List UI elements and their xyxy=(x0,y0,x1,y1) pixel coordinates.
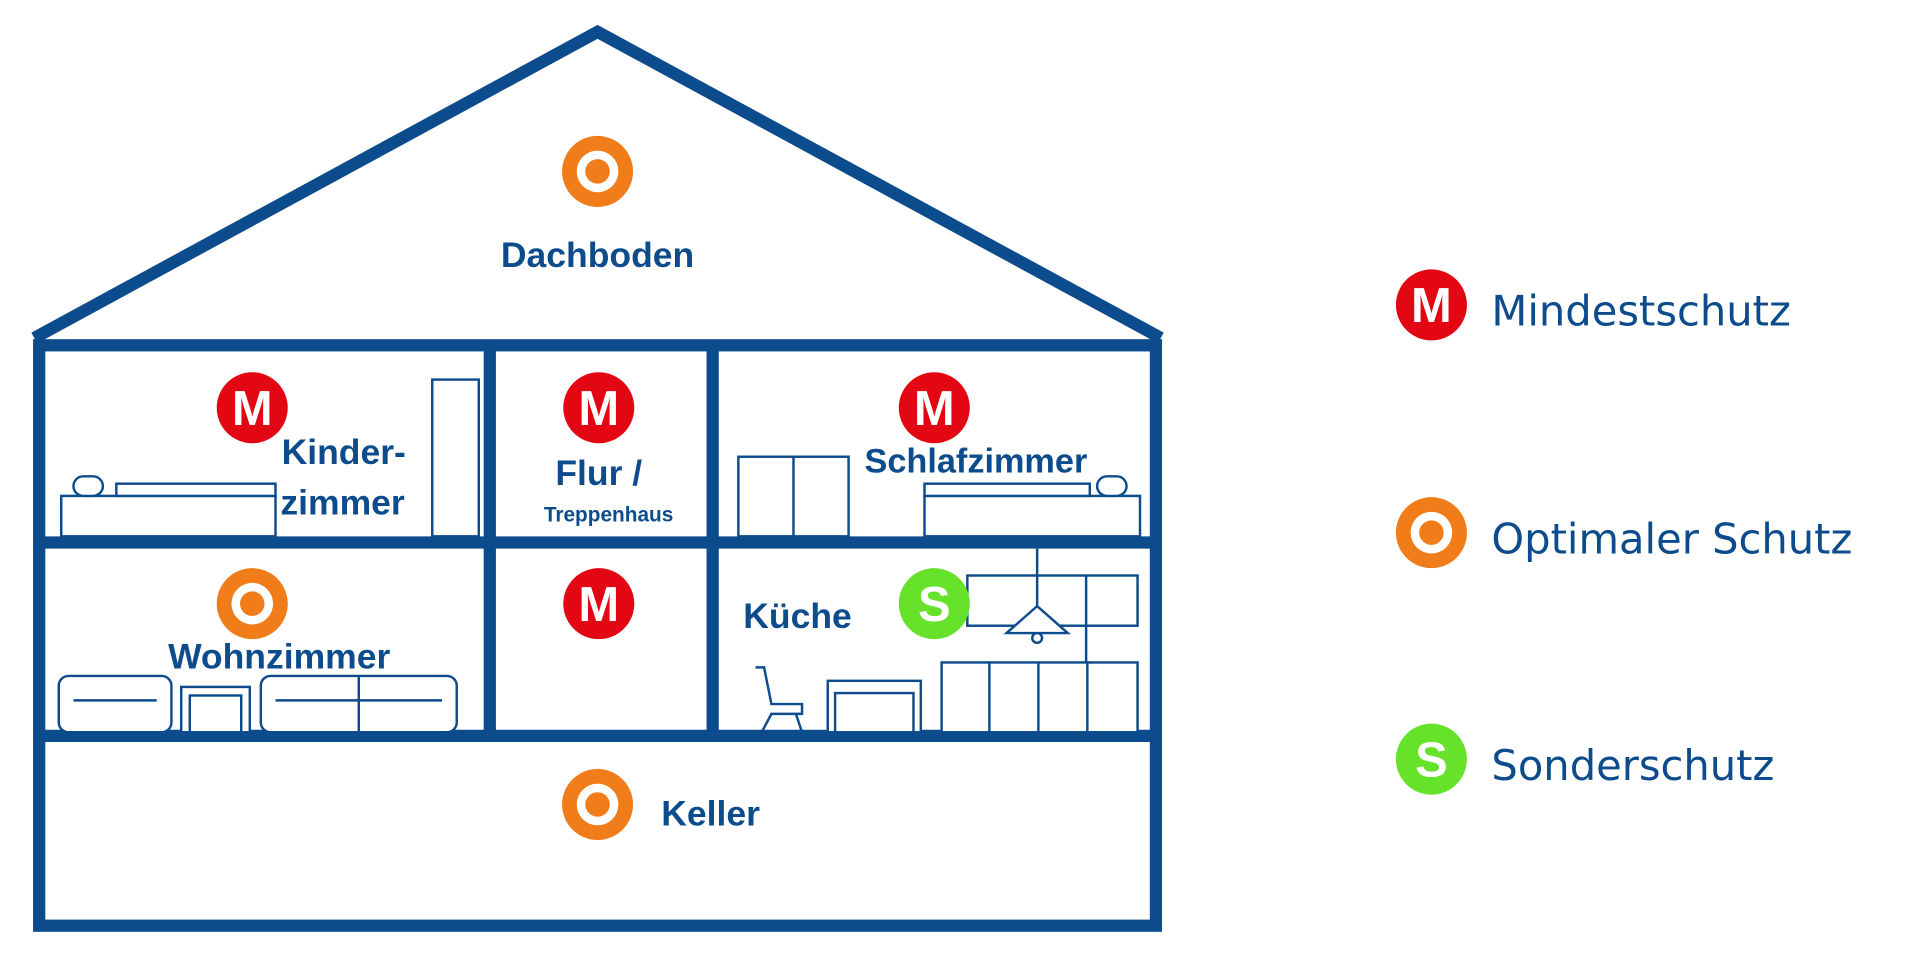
legend-label: Optimaler Schutz xyxy=(1491,514,1852,563)
room-label-treppenhaus: Treppenhaus xyxy=(544,504,673,527)
mindest-badge-kinderzimmer xyxy=(216,372,288,444)
kinderzimmer-furniture xyxy=(60,378,480,538)
sonderschutz-icon xyxy=(1395,723,1467,795)
mindestschutz-icon xyxy=(1395,269,1467,341)
legend-label: Mindestschutz xyxy=(1491,287,1790,336)
wohnzimmer-furniture xyxy=(57,674,458,734)
optimaler-schutz-icon xyxy=(1395,497,1467,569)
schlafzimmer-furniture xyxy=(737,455,1142,538)
mindest-badge-flur xyxy=(563,372,635,444)
room-label-schlafzimmer: Schlafzimmer xyxy=(864,443,1087,481)
legend-item-optimal: Optimaler Schutz xyxy=(1395,497,1852,569)
room-label-dachboden: Dachboden xyxy=(501,235,694,275)
room-label-kinderzimmer-2: zimmer xyxy=(280,482,404,522)
optimal-badge-keller xyxy=(562,768,634,840)
sonder-badge-kueche xyxy=(898,568,970,640)
legend-label: Sonderschutz xyxy=(1491,741,1774,790)
room-label-kueche: Küche xyxy=(743,596,852,636)
mindest-badge-schlafzimmer xyxy=(898,372,970,444)
house-structure xyxy=(31,24,1164,932)
legend: Mindestschutz Optimaler Schutz Sondersch… xyxy=(1395,269,1852,795)
kueche-furniture xyxy=(755,548,1139,734)
room-label-kinderzimmer-1: Kinder- xyxy=(282,432,406,472)
legend-item-sonderschutz: Sonderschutz xyxy=(1395,723,1774,795)
optimal-badge-wohnzimmer xyxy=(216,568,288,640)
room-label-wohnzimmer: Wohnzimmer xyxy=(168,637,390,677)
legend-item-mindestschutz: Mindestschutz xyxy=(1395,269,1791,341)
room-label-keller: Keller xyxy=(661,793,760,833)
room-label-flur: Flur / xyxy=(555,453,642,493)
optimal-badge-dachboden xyxy=(562,135,634,207)
mindest-badge-treppenhaus xyxy=(563,568,635,640)
